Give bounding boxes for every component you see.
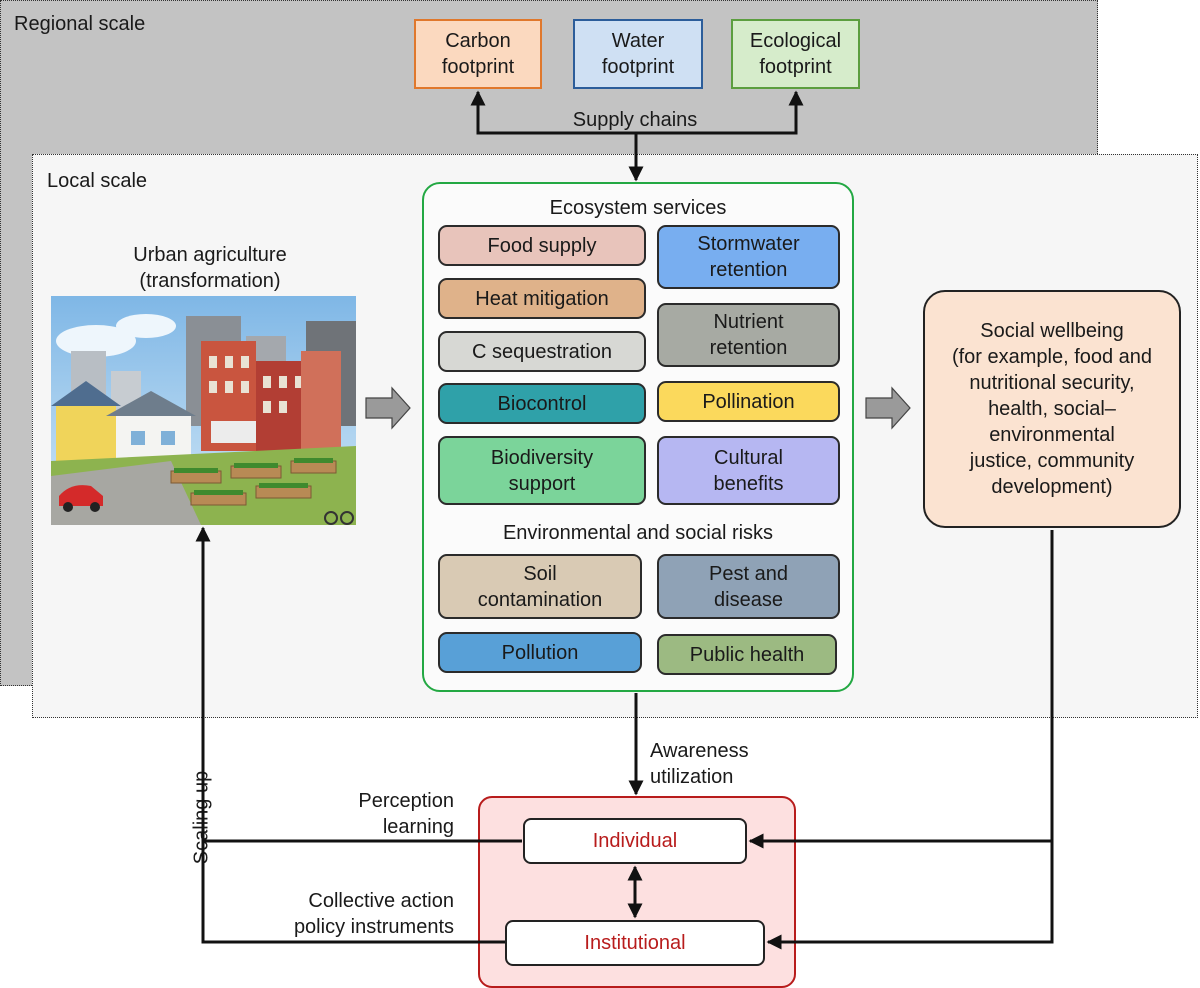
carbon-footprint-box: Carbon footprint xyxy=(414,19,542,89)
perception-learning-label: Perception learning xyxy=(358,790,454,838)
risk-soil-contamination: Soil contamination xyxy=(438,554,642,619)
social-feedback-line xyxy=(766,530,1054,950)
ecological-footprint-box: Ecological footprint xyxy=(731,19,860,89)
awareness-utilization-label: Awareness utilization xyxy=(650,740,749,788)
risks-title: Environmental and social risks xyxy=(502,522,774,544)
supply-chain-line xyxy=(470,90,804,135)
risk-public-health: Public health xyxy=(657,634,837,675)
service-biocontrol: Biocontrol xyxy=(438,383,646,424)
local-scale-label: Local scale xyxy=(47,170,148,192)
service-stormwater-retention: Stormwater retention xyxy=(657,225,840,289)
service-biodiversity-support: Biodiversity support xyxy=(438,436,646,505)
institutional-box: Institutional xyxy=(505,920,765,966)
service-c-sequestration: C sequestration xyxy=(438,331,646,372)
risk-pest-and-disease: Pest and disease xyxy=(657,554,840,619)
block-arrow-left xyxy=(365,386,411,430)
water-footprint-box: Water footprint xyxy=(573,19,703,89)
supply-chains-label: Supply chains xyxy=(572,109,698,131)
urban-agriculture-title: Urban agriculture (transformation) xyxy=(133,244,287,292)
individual-box: Individual xyxy=(523,818,747,864)
service-nutrient-retention: Nutrient retention xyxy=(657,303,840,367)
ecosystem-services-title: Ecosystem services xyxy=(549,197,727,219)
urban-agriculture-illustration xyxy=(51,296,356,525)
collective-action-label: Collective action policy instruments xyxy=(293,890,454,938)
social-wellbeing-box: Social wellbeing (for example, food and … xyxy=(923,290,1181,528)
scaling-up-lower xyxy=(195,526,505,944)
service-food-supply: Food supply xyxy=(438,225,646,266)
risk-pollution: Pollution xyxy=(438,632,642,673)
service-pollination: Pollination xyxy=(657,381,840,422)
regional-scale-label: Regional scale xyxy=(14,13,146,35)
service-heat-mitigation: Heat mitigation xyxy=(438,278,646,319)
block-arrow-right xyxy=(865,386,911,430)
service-cultural-benefits: Cultural benefits xyxy=(657,436,840,505)
